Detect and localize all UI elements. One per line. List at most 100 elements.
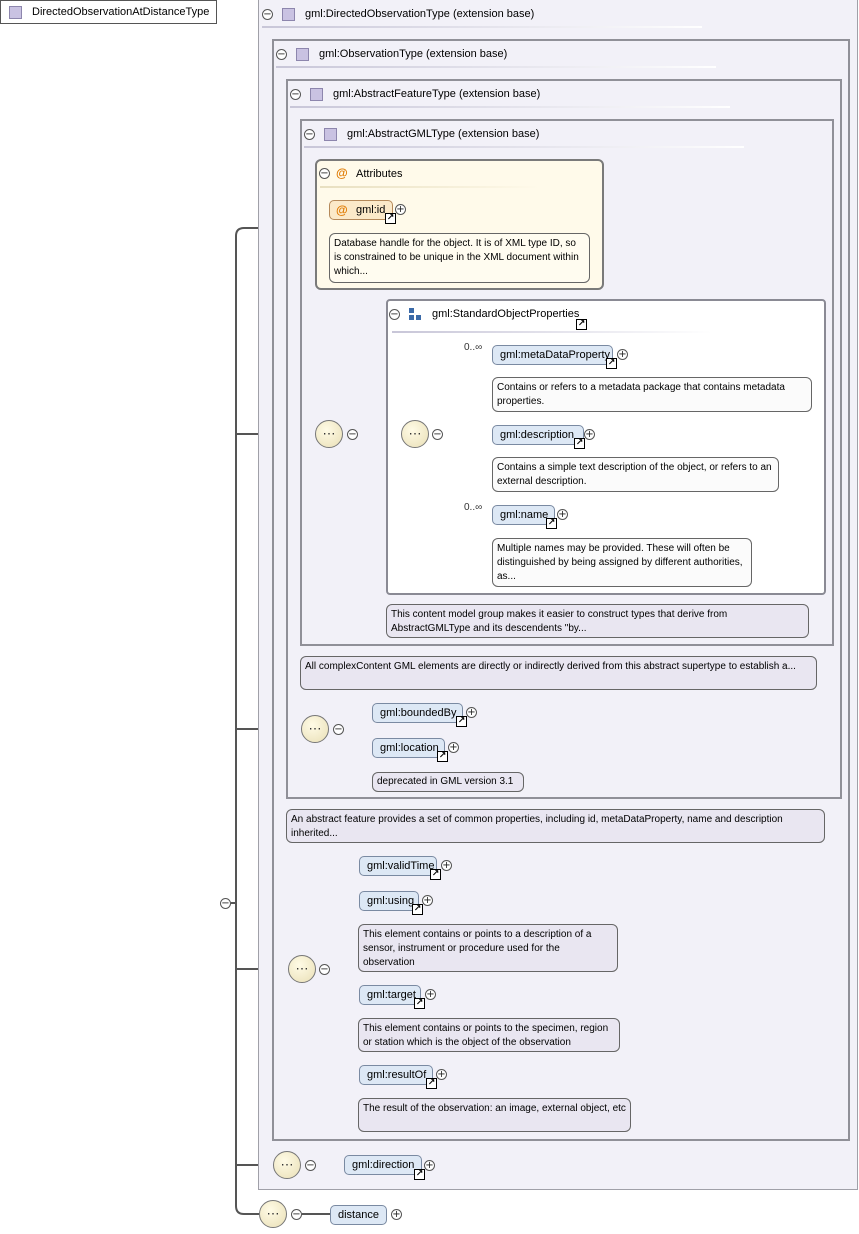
abstract-gml-type-annotation: All complexContent GML elements are dire… bbox=[300, 656, 817, 690]
root-type-label: DirectedObservationAtDistanceType bbox=[32, 6, 210, 18]
expand-toggle[interactable]: + bbox=[466, 707, 477, 718]
expand-toggle[interactable]: + bbox=[391, 1209, 402, 1220]
gml-id-attribute[interactable]: gml:id bbox=[329, 200, 393, 220]
standard-object-properties-title: gml:StandardObjectProperties bbox=[432, 308, 580, 320]
separator bbox=[276, 66, 716, 68]
root-collapse-toggle[interactable]: − bbox=[220, 898, 231, 909]
occurrence-label: 0..∞ bbox=[464, 342, 483, 353]
sequence-collapse-toggle[interactable]: − bbox=[347, 429, 358, 440]
sequence-compositor-icon[interactable]: ⋯ bbox=[401, 420, 429, 448]
element-label: gml:name bbox=[500, 509, 549, 521]
attribute-at-icon: @ bbox=[336, 203, 348, 217]
separator bbox=[290, 106, 730, 108]
reference-arrow-icon[interactable]: ↗ bbox=[426, 1078, 437, 1089]
group-icon bbox=[409, 308, 421, 320]
reference-arrow-icon[interactable]: ↗ bbox=[414, 998, 425, 1009]
location-annotation: deprecated in GML version 3.1 bbox=[372, 772, 524, 792]
target-annotation: This element contains or points to the s… bbox=[358, 1018, 620, 1052]
gml-resultof-element[interactable]: gml:resultOf bbox=[359, 1065, 433, 1085]
element-label: gml:location bbox=[380, 742, 439, 754]
abstract-gml-type-title: gml:AbstractGMLType (extension base) bbox=[347, 128, 540, 140]
sequence-compositor-icon[interactable]: ⋯ bbox=[301, 715, 329, 743]
directed-observation-collapse-toggle[interactable]: − bbox=[262, 9, 273, 20]
distance-element[interactable]: distance bbox=[330, 1205, 387, 1225]
directed-observation-type-title: gml:DirectedObservationType (extension b… bbox=[305, 8, 535, 20]
description-annotation: Contains a simple text description of th… bbox=[492, 457, 779, 492]
standard-object-properties-collapse-toggle[interactable]: − bbox=[389, 309, 400, 320]
attributes-collapse-toggle[interactable]: − bbox=[319, 168, 330, 179]
observation-collapse-toggle[interactable]: − bbox=[276, 49, 287, 60]
expand-toggle[interactable]: + bbox=[424, 1160, 435, 1171]
element-label: gml:boundedBy bbox=[380, 707, 457, 719]
observation-type-title: gml:ObservationType (extension base) bbox=[319, 48, 508, 60]
gml-boundedby-element[interactable]: gml:boundedBy bbox=[372, 703, 463, 723]
element-label: gml:target bbox=[367, 989, 416, 1001]
separator bbox=[320, 186, 540, 188]
reference-arrow-icon[interactable]: ↗ bbox=[414, 1169, 425, 1180]
gml-validtime-element[interactable]: gml:validTime bbox=[359, 856, 437, 876]
abstract-feature-type-annotation: An abstract feature provides a set of co… bbox=[286, 809, 825, 843]
element-label: gml:direction bbox=[352, 1159, 415, 1171]
sequence-collapse-toggle[interactable]: − bbox=[291, 1209, 302, 1220]
gml-description-element[interactable]: gml:description bbox=[492, 425, 584, 445]
gml-location-element[interactable]: gml:location bbox=[372, 738, 445, 758]
separator bbox=[262, 26, 702, 28]
reference-arrow-icon[interactable]: ↗ bbox=[385, 213, 396, 224]
root-type-box[interactable]: DirectedObservationAtDistanceType bbox=[0, 0, 217, 24]
resultof-annotation: The result of the observation: an image,… bbox=[358, 1098, 631, 1132]
element-label: gml:validTime bbox=[367, 860, 435, 872]
reference-arrow-icon[interactable]: ↗ bbox=[437, 751, 448, 762]
expand-toggle[interactable]: + bbox=[422, 895, 433, 906]
gml-target-element[interactable]: gml:target bbox=[359, 985, 421, 1005]
separator bbox=[304, 146, 744, 148]
complex-type-icon bbox=[310, 88, 323, 101]
abstract-feature-collapse-toggle[interactable]: − bbox=[290, 89, 301, 100]
expand-toggle[interactable]: + bbox=[441, 860, 452, 871]
gml-id-expand-toggle[interactable]: + bbox=[395, 204, 406, 215]
expand-toggle[interactable]: + bbox=[557, 509, 568, 520]
sequence-collapse-toggle[interactable]: − bbox=[432, 429, 443, 440]
standard-object-properties-annotation: This content model group makes it easier… bbox=[386, 604, 809, 638]
gml-using-element[interactable]: gml:using bbox=[359, 891, 419, 911]
separator bbox=[392, 331, 712, 333]
reference-arrow-icon[interactable]: ↗ bbox=[456, 716, 467, 727]
element-label: gml:resultOf bbox=[367, 1069, 427, 1081]
complex-type-icon bbox=[282, 8, 295, 21]
abstract-gml-collapse-toggle[interactable]: − bbox=[304, 129, 315, 140]
sequence-collapse-toggle[interactable]: − bbox=[319, 964, 330, 975]
expand-toggle[interactable]: + bbox=[425, 989, 436, 1000]
attributes-title: Attributes bbox=[356, 168, 403, 180]
using-annotation: This element contains or points to a des… bbox=[358, 924, 618, 972]
reference-arrow-icon[interactable]: ↗ bbox=[574, 438, 585, 449]
reference-arrow-icon[interactable]: ↗ bbox=[430, 869, 441, 880]
abstract-feature-type-title: gml:AbstractFeatureType (extension base) bbox=[333, 88, 541, 100]
gml-id-annotation: Database handle for the object. It is of… bbox=[329, 233, 590, 283]
gml-id-label: gml:id bbox=[356, 204, 386, 216]
sequence-compositor-icon[interactable]: ⋯ bbox=[315, 420, 343, 448]
name-annotation: Multiple names may be provided. These wi… bbox=[492, 538, 752, 587]
sequence-compositor-icon[interactable]: ⋯ bbox=[259, 1200, 287, 1228]
complex-type-icon bbox=[324, 128, 337, 141]
occurrence-label: 0..∞ bbox=[464, 502, 483, 513]
metadataproperty-annotation: Contains or refers to a metadata package… bbox=[492, 377, 812, 412]
gml-name-element[interactable]: gml:name bbox=[492, 505, 555, 525]
reference-arrow-icon[interactable]: ↗ bbox=[576, 319, 587, 330]
expand-toggle[interactable]: + bbox=[436, 1069, 447, 1080]
expand-toggle[interactable]: + bbox=[584, 429, 595, 440]
sequence-compositor-icon[interactable]: ⋯ bbox=[288, 955, 316, 983]
sequence-compositor-icon[interactable]: ⋯ bbox=[273, 1151, 301, 1179]
expand-toggle[interactable]: + bbox=[617, 349, 628, 360]
reference-arrow-icon[interactable]: ↗ bbox=[606, 358, 617, 369]
element-label: distance bbox=[338, 1209, 379, 1221]
gml-direction-element[interactable]: gml:direction bbox=[344, 1155, 422, 1175]
reference-arrow-icon[interactable]: ↗ bbox=[412, 904, 423, 915]
element-label: gml:description bbox=[500, 429, 574, 441]
element-label: gml:metaDataProperty bbox=[500, 349, 611, 361]
gml-metadataproperty-element[interactable]: gml:metaDataProperty bbox=[492, 345, 613, 365]
element-label: gml:using bbox=[367, 895, 415, 907]
reference-arrow-icon[interactable]: ↗ bbox=[546, 518, 557, 529]
complex-type-icon bbox=[9, 6, 22, 19]
sequence-collapse-toggle[interactable]: − bbox=[333, 724, 344, 735]
expand-toggle[interactable]: + bbox=[448, 742, 459, 753]
sequence-collapse-toggle[interactable]: − bbox=[305, 1160, 316, 1171]
